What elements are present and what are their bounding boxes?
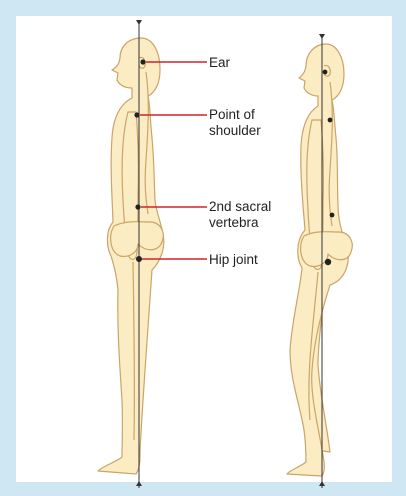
fig2-ear-dot (323, 70, 328, 75)
fig2-sacral-dot (330, 213, 335, 218)
shoulder-label-line2: shoulder (209, 123, 261, 138)
ear-label: Ear (209, 55, 231, 70)
ear-dot (140, 59, 145, 64)
sacral-dot (135, 204, 140, 209)
figure-slumped-posture (287, 44, 352, 476)
fig2-shoulder-dot (328, 118, 333, 123)
figure-correct-posture (98, 38, 164, 474)
shoulder-label-line1: Point of (209, 107, 255, 122)
hip-joint-label: Hip joint (209, 252, 258, 267)
hip-joint-dot (136, 256, 142, 262)
fig2-hip-dot (325, 259, 331, 265)
shoulder-dot (134, 112, 139, 117)
sacral-label-line1: 2nd sacral (209, 199, 271, 214)
sacral-label-line2: vertebra (209, 215, 259, 230)
